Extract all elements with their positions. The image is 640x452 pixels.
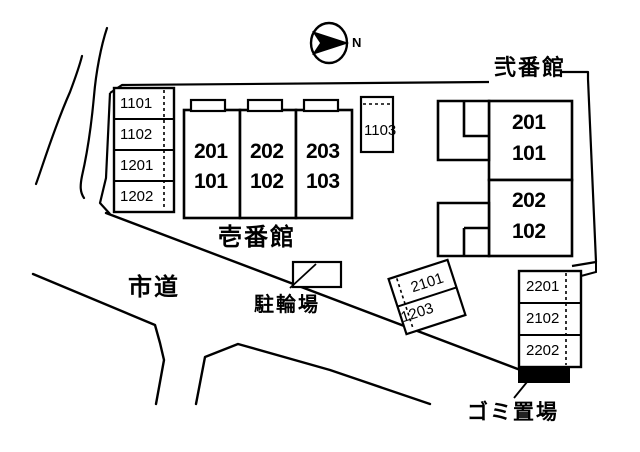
unit-number-upper[interactable]: 202	[250, 140, 284, 163]
unit-number-lower[interactable]: 102	[250, 170, 284, 193]
parking-stall-label[interactable]: 1102	[120, 126, 153, 143]
building-2-label: 弐番館	[494, 56, 567, 81]
building-1-outline	[182, 98, 354, 220]
north-arrow-letter: N	[352, 35, 362, 50]
unit-number-upper[interactable]: 201	[194, 140, 228, 163]
parking-stall-label[interactable]: 2102	[526, 310, 560, 327]
unit-number-lower[interactable]: 103	[306, 170, 340, 193]
unit-number-lower[interactable]: 102	[512, 220, 546, 243]
north-arrow-shape	[309, 21, 349, 65]
parking-stall-1103-outline	[359, 95, 395, 154]
bicycle-parking-label: 駐輪場	[254, 292, 320, 316]
parking-stall-label[interactable]: 1201	[120, 157, 154, 174]
parking-stall-label[interactable]: 1103	[364, 122, 397, 139]
city-road-label: 市道	[128, 273, 180, 301]
parking-stall-label[interactable]: 2201	[526, 278, 560, 295]
boundary-lines	[34, 26, 109, 200]
unit-number-upper[interactable]: 203	[306, 140, 340, 163]
unit-number-upper[interactable]: 201	[512, 111, 546, 134]
bicycle-parking-shape	[289, 260, 343, 289]
parking-stall-label[interactable]: 1202	[120, 188, 154, 205]
building-2-lot-edge	[560, 70, 598, 268]
parking-column-east	[517, 262, 597, 369]
building-2-outline	[436, 99, 574, 258]
unit-number-lower[interactable]: 101	[512, 142, 546, 165]
parking-column-west	[112, 86, 176, 214]
parking-stall-label[interactable]: 1101	[120, 95, 153, 112]
garbage-area-shape	[513, 366, 570, 399]
parking-stall-label[interactable]: 2202	[526, 342, 560, 359]
building-1-label: 壱番館	[218, 223, 296, 251]
garbage-area-label: ゴミ置場	[467, 400, 559, 424]
city-road-lines	[31, 211, 525, 406]
unit-number-lower[interactable]: 101	[194, 170, 228, 193]
parking-angled-pair-outline	[387, 258, 467, 336]
unit-number-upper[interactable]: 202	[512, 189, 546, 212]
